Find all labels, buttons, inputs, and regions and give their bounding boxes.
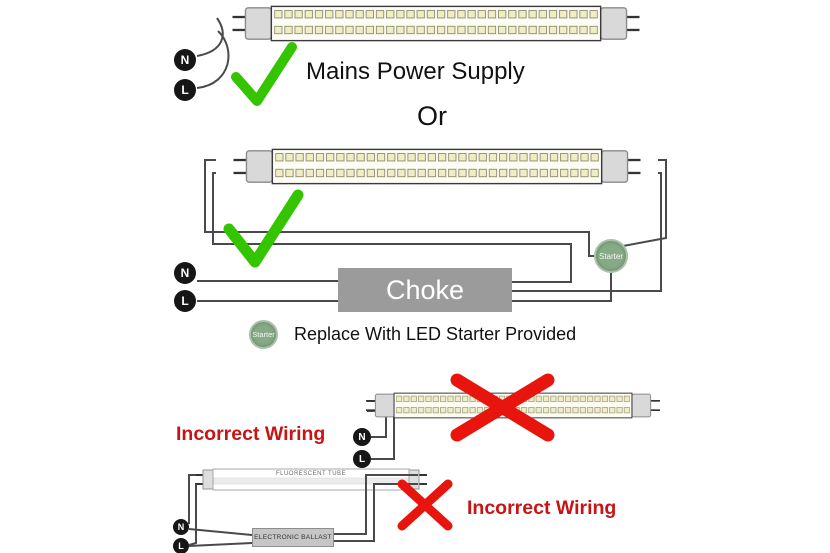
terminal-live-middle: L xyxy=(174,290,196,312)
led-tube-middle xyxy=(232,148,642,185)
choke-circuit-wires xyxy=(197,159,667,302)
starter-legend-circle: Starter xyxy=(249,320,278,349)
terminal-neutral-top: N xyxy=(174,49,196,71)
terminal-neutral-incorrect-led: N xyxy=(353,428,371,446)
cross-mark-fluorescent xyxy=(397,479,453,531)
starter-legend-text: Replace With LED Starter Provided xyxy=(294,324,577,344)
or-divider-label: Or xyxy=(417,101,447,131)
starter-circle: Starter xyxy=(594,239,628,273)
mains-power-supply-title: Mains Power Supply xyxy=(306,58,525,85)
top-section-wires xyxy=(196,17,230,89)
led-tube-top xyxy=(231,5,641,42)
incorrect-wiring-label-fluorescent: Incorrect Wiring xyxy=(467,497,617,519)
electronic-ballast-box: ELECTRONIC BALLAST xyxy=(252,528,334,547)
fluorescent-tube-label: FLUORESCENT TUBE xyxy=(275,471,347,477)
terminal-neutral-fluorescent: N xyxy=(173,519,189,535)
fluorescent-wires xyxy=(188,474,418,547)
terminal-neutral-middle: N xyxy=(174,262,196,284)
terminal-live-top: L xyxy=(174,79,196,101)
choke-box: Choke xyxy=(338,268,512,312)
terminal-live-incorrect-led: L xyxy=(353,450,371,468)
terminal-live-fluorescent: L xyxy=(173,538,189,553)
incorrect-wiring-label-led: Incorrect Wiring xyxy=(176,423,326,445)
cross-mark-led xyxy=(450,373,555,442)
check-mark-top xyxy=(231,42,297,106)
check-mark-middle xyxy=(223,189,304,268)
